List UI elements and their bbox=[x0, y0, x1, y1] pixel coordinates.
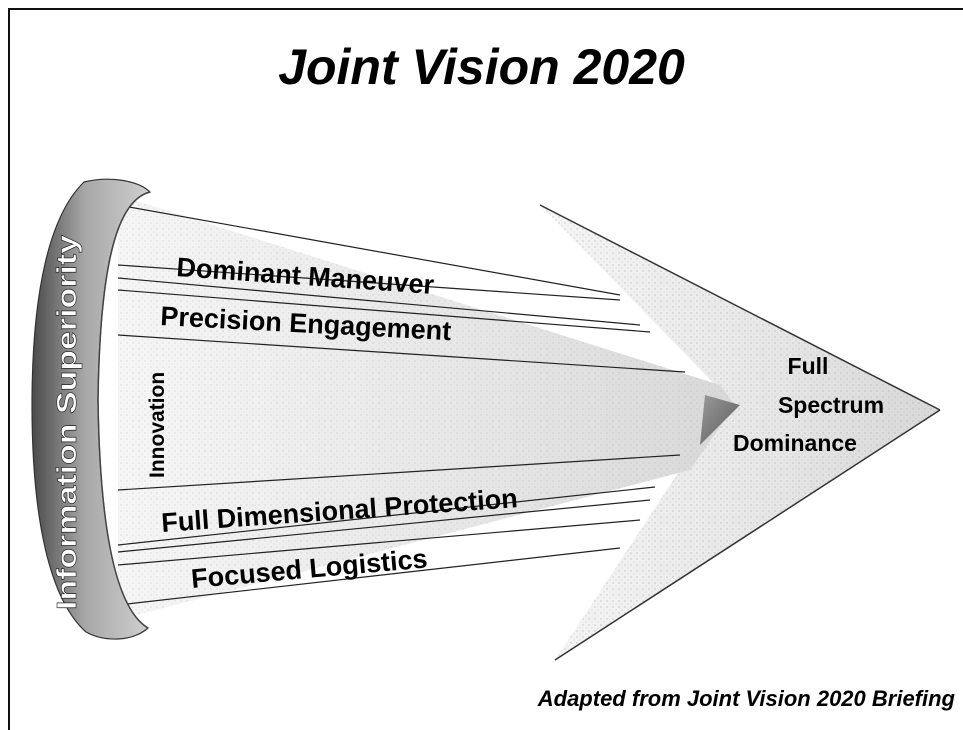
target-label-line3: Dominance bbox=[733, 430, 857, 456]
arrow-head-stipple bbox=[540, 205, 940, 660]
arrow-edge-top bbox=[539, 204, 941, 411]
target-label-line1: Full bbox=[788, 353, 829, 379]
arrow-edge-bottom bbox=[554, 409, 941, 661]
target-label-line2: Spectrum bbox=[778, 392, 884, 418]
innovation-label: Innovation bbox=[146, 372, 169, 478]
source-caption: Adapted from Joint Vision 2020 Briefing bbox=[537, 686, 955, 711]
convergence-lines bbox=[117, 204, 686, 606]
ring-label: Information Superiority bbox=[51, 234, 82, 610]
arrow-shaft-stipple bbox=[118, 195, 735, 620]
ring-rim bbox=[97, 191, 151, 629]
arrow-notch bbox=[700, 395, 740, 445]
slide-frame bbox=[8, 8, 963, 730]
slide-title: Joint Vision 2020 bbox=[278, 39, 685, 95]
